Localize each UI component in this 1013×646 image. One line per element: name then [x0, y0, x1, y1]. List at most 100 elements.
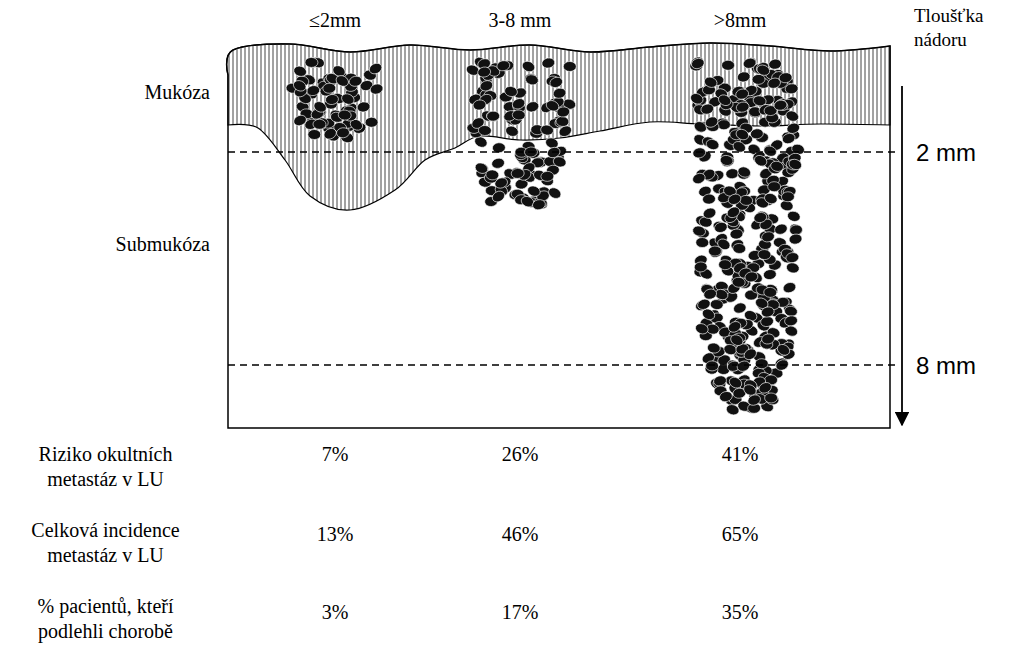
tumor-cell	[689, 91, 705, 106]
tumor-cell	[717, 93, 733, 108]
tumor-cell	[322, 83, 336, 94]
tumor-cell	[696, 237, 709, 247]
tumor-cell	[762, 144, 778, 158]
tumor-cell	[692, 147, 707, 159]
tumor-cell	[338, 110, 352, 121]
tumor-cell	[532, 198, 547, 211]
tumor-cell	[758, 249, 772, 260]
tumor-cell	[563, 61, 576, 71]
depth-line	[228, 364, 896, 366]
tumor-cell	[703, 75, 719, 89]
tumor-cell	[719, 154, 734, 166]
tumor-cell	[732, 243, 746, 254]
tumor-cell	[760, 306, 775, 319]
mucosa-band	[227, 43, 890, 210]
tumor-cell	[690, 57, 706, 71]
tumor-cell	[313, 119, 326, 129]
tumor-cell	[496, 60, 511, 72]
tumor-cell	[706, 361, 719, 371]
tumor-cell	[739, 195, 753, 206]
depth-mark: 8 mm	[916, 351, 1006, 381]
tumor-cell	[334, 73, 350, 88]
tumor-cell	[746, 393, 762, 407]
tumor-cell	[722, 60, 735, 70]
tumor-cell	[485, 110, 500, 123]
tumor-cell	[727, 319, 743, 334]
tumor-cell	[752, 74, 765, 84]
layer-name: Mukóza	[60, 80, 210, 105]
column-header: ≤2mm	[285, 8, 385, 33]
row-header: % pacientů, kteří podlehli chorobě	[8, 594, 203, 644]
tumor-cell	[694, 262, 707, 273]
tumor-cell	[477, 66, 492, 78]
tumor-cell	[541, 171, 554, 182]
tumor-cell	[763, 192, 779, 206]
tumor-cell	[325, 94, 339, 106]
tumor-cell	[708, 245, 724, 260]
tumor-cell	[782, 281, 797, 295]
tumor-cell	[689, 55, 705, 70]
tumor-cell	[691, 171, 707, 185]
tumor-cell	[784, 315, 798, 327]
tumor-cell	[703, 288, 718, 301]
tumor-cell	[504, 124, 520, 138]
tumor-cell	[694, 322, 710, 336]
tumor-cell	[761, 230, 776, 243]
tumor-cell	[784, 109, 800, 123]
tumor-cell	[555, 116, 569, 127]
tumor-cell	[718, 259, 731, 270]
tumor-cell	[479, 79, 494, 93]
tumor-cell	[785, 261, 800, 274]
tumor-cell	[704, 115, 720, 129]
column-header: >8mm	[690, 8, 790, 33]
row-header: Celková incidence metastáz v LU	[8, 518, 203, 568]
tumor-cell	[369, 82, 384, 95]
tumor-cell	[521, 59, 537, 73]
tumor-cell	[486, 111, 500, 122]
tumor-cell	[755, 358, 768, 368]
tumor-cell	[736, 71, 751, 83]
tumor-cell	[702, 194, 716, 205]
axis-title: Tloušťka nádoru	[914, 4, 1009, 52]
tumor-cells	[285, 55, 805, 417]
tumor-cell	[548, 75, 564, 89]
tumor-cell	[511, 97, 527, 111]
table-cell: 13%	[285, 522, 385, 547]
tumor-cell	[556, 106, 570, 118]
tumor-cell	[713, 375, 728, 388]
tumor-cell	[293, 65, 308, 78]
depth-line	[228, 151, 896, 153]
tumor-cell	[702, 206, 718, 220]
tumor-cell	[472, 99, 486, 111]
tumor-cell	[778, 72, 792, 84]
tumor-cell	[356, 101, 371, 113]
tumor-cell	[744, 271, 759, 283]
table-cell: 65%	[690, 522, 790, 547]
table-cell: 26%	[470, 442, 570, 467]
tumor-cell	[785, 252, 799, 264]
tumor-cell	[504, 85, 519, 98]
tumor-cell	[541, 57, 556, 70]
tumor-cell	[729, 333, 745, 348]
tumor-cell	[336, 127, 350, 138]
tumor-cell	[765, 393, 778, 403]
tumor-cell	[768, 58, 782, 70]
tumor-cell	[491, 157, 506, 170]
tumor-cell	[763, 287, 777, 298]
tumor-cell	[727, 375, 743, 390]
tumor-cell	[775, 342, 791, 357]
tumor-cell	[540, 124, 555, 136]
tumor-cell	[787, 158, 803, 172]
thickness-arrow	[901, 86, 903, 425]
tumor-cell	[732, 301, 748, 315]
tumor-cell	[725, 205, 741, 220]
tumor-cell	[735, 88, 750, 101]
tumor-cell	[725, 168, 739, 179]
tumor-cell	[781, 132, 796, 146]
tumor-cell	[735, 101, 750, 114]
table-cell: 46%	[470, 522, 570, 547]
table-cell: 35%	[690, 600, 790, 625]
tumor-cell	[348, 75, 363, 87]
tumor-cell	[736, 359, 752, 373]
